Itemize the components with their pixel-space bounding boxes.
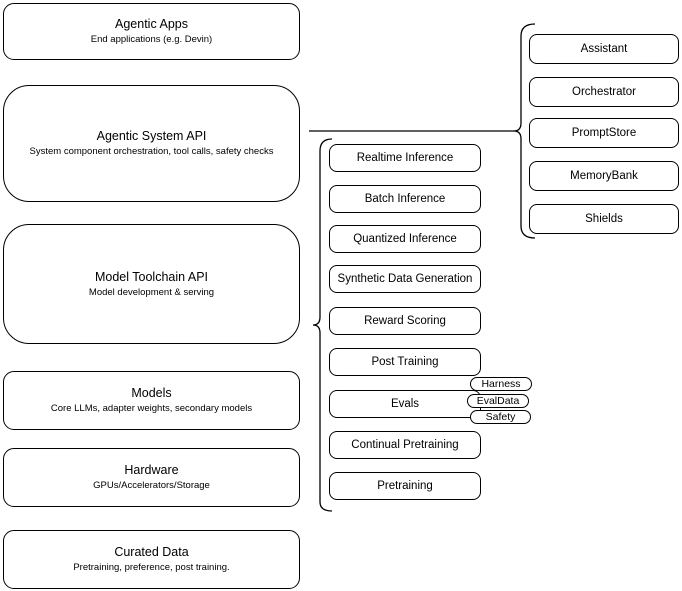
tag-harness: Harness: [470, 377, 532, 391]
service-box-reward-scoring: Reward Scoring: [329, 307, 481, 335]
component-box-promptstore: PromptStore: [529, 118, 679, 148]
tag-label: Harness: [481, 378, 521, 390]
component-label: PromptStore: [571, 127, 637, 139]
box-title: Agentic System API: [96, 129, 207, 144]
box-title: Model Toolchain API: [94, 269, 209, 284]
box-models: Models Core LLMs, adapter weights, secon…: [3, 371, 300, 430]
service-label: Quantized Inference: [353, 233, 457, 245]
service-label: Synthetic Data Generation: [337, 273, 473, 285]
box-subtitle: Pretraining, preference, post training.: [73, 562, 230, 574]
box-subtitle: Model development & serving: [88, 286, 215, 298]
service-box-batch-inference: Batch Inference: [329, 185, 481, 213]
component-box-orchestrator: Orchestrator: [529, 77, 679, 107]
service-box-evals: Evals: [329, 390, 481, 418]
service-label: Continual Pretraining: [351, 439, 459, 451]
service-label: Batch Inference: [364, 193, 446, 205]
box-title: Agentic Apps: [115, 17, 188, 32]
service-box-pretraining: Pretraining: [329, 472, 481, 500]
box-title: Curated Data: [114, 545, 189, 560]
box-title: Hardware: [124, 463, 179, 478]
service-label: Pretraining: [377, 480, 433, 492]
box-subtitle: Core LLMs, adapter weights, secondary mo…: [50, 403, 253, 415]
box-title: Models: [131, 386, 172, 401]
component-label: MemoryBank: [570, 170, 638, 182]
box-agentic-system-api: Agentic System API System component orch…: [3, 85, 300, 202]
box-agentic-apps: Agentic Apps End applications (e.g. Devi…: [3, 3, 300, 60]
box-subtitle: System component orchestration, tool cal…: [29, 146, 274, 158]
component-label: Assistant: [580, 43, 628, 55]
service-label: Post Training: [371, 356, 439, 368]
service-label: Realtime Inference: [356, 152, 454, 164]
service-box-quantized-inference: Quantized Inference: [329, 225, 481, 253]
service-box-synthetic-data-generation: Synthetic Data Generation: [329, 265, 481, 293]
tag-label: EvalData: [476, 395, 520, 407]
service-box-post-training: Post Training: [329, 348, 481, 376]
tag-safety: Safety: [470, 410, 531, 424]
box-curated-data: Curated Data Pretraining, preference, po…: [3, 530, 300, 589]
component-box-assistant: Assistant: [529, 34, 679, 64]
service-box-continual-pretraining: Continual Pretraining: [329, 431, 481, 459]
system-components-bracket: [513, 23, 536, 239]
component-box-memorybank: MemoryBank: [529, 161, 679, 191]
box-hardware: Hardware GPUs/Accelerators/Storage: [3, 448, 300, 507]
component-box-shields: Shields: [529, 204, 679, 234]
toolchain-services-bracket: [312, 138, 333, 512]
service-label: Reward Scoring: [364, 315, 446, 327]
service-box-realtime-inference: Realtime Inference: [329, 144, 481, 172]
tag-evaldata: EvalData: [467, 394, 529, 408]
box-model-toolchain-api: Model Toolchain API Model development & …: [3, 224, 300, 344]
service-label: Evals: [390, 398, 420, 410]
box-subtitle: End applications (e.g. Devin): [90, 34, 213, 46]
box-subtitle: GPUs/Accelerators/Storage: [93, 480, 210, 492]
component-label: Shields: [585, 213, 623, 225]
component-label: Orchestrator: [572, 86, 636, 98]
tag-label: Safety: [485, 411, 516, 423]
